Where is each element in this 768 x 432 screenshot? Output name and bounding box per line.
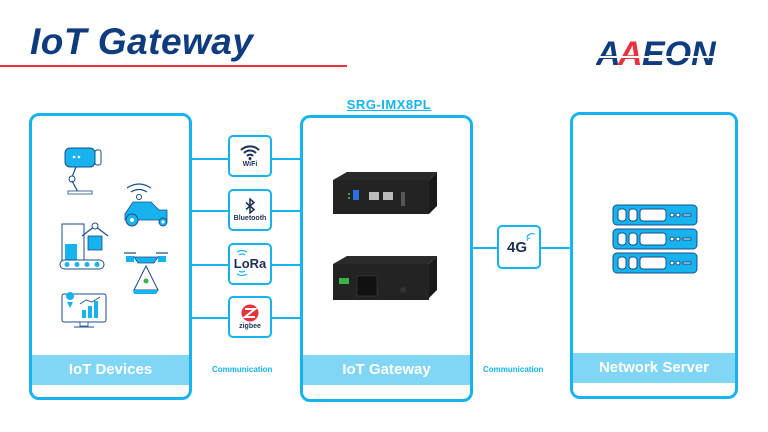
robotic-arm-conveyor-icon [59, 222, 109, 270]
aaeon-logo: A A EON [596, 35, 732, 70]
link-line [541, 247, 570, 249]
page-title: IoT Gateway [30, 21, 254, 62]
iot-gateway-label: IoT Gateway [303, 355, 470, 385]
wifi-icon [240, 145, 260, 160]
gateway-model-name: SRG-IMX8PL [346, 97, 432, 112]
communication-label: Communication [483, 365, 544, 374]
protocol-zigbee: zigbee [228, 296, 272, 338]
iot-gateway-panel: IoT Gateway [300, 115, 473, 402]
uplink-label: 4G [507, 239, 528, 256]
svg-text:A: A [617, 35, 643, 70]
uplink-4g: 4G [497, 225, 541, 269]
zigbee-icon [241, 304, 259, 322]
protocol-label: zigbee [239, 323, 261, 330]
protocol-bluetooth: Bluetooth [228, 189, 272, 231]
protocol-wifi: WiFi [228, 135, 272, 177]
network-server-panel: Network Server [570, 112, 738, 399]
protocol-label: WiFi [242, 161, 258, 168]
analytics-monitor-icon [61, 292, 107, 328]
link-line [473, 247, 497, 249]
cellular-signal-icon [526, 233, 536, 242]
lora-icon: LoRa [233, 249, 267, 277]
security-camera-icon [64, 147, 102, 195]
network-server-label: Network Server [573, 353, 735, 383]
server-rack-icon [612, 204, 698, 274]
protocol-lora: LoRa [228, 243, 272, 285]
title-underline [0, 65, 347, 67]
connected-vehicle-icon [124, 183, 168, 227]
svg-text:EON: EON [642, 35, 717, 70]
iot-devices-label: IoT Devices [32, 355, 189, 385]
gateway-device-rear [333, 256, 437, 300]
protocol-label: LoRa [233, 256, 267, 271]
communication-label: Communication [212, 365, 273, 374]
svg-text:A: A [596, 35, 621, 70]
gateway-device-front [333, 172, 437, 214]
bluetooth-icon [245, 198, 256, 214]
protocol-label: Bluetooth [233, 215, 267, 222]
iot-devices-panel: IoT Devices [29, 113, 192, 400]
agri-drone-icon [124, 252, 168, 294]
